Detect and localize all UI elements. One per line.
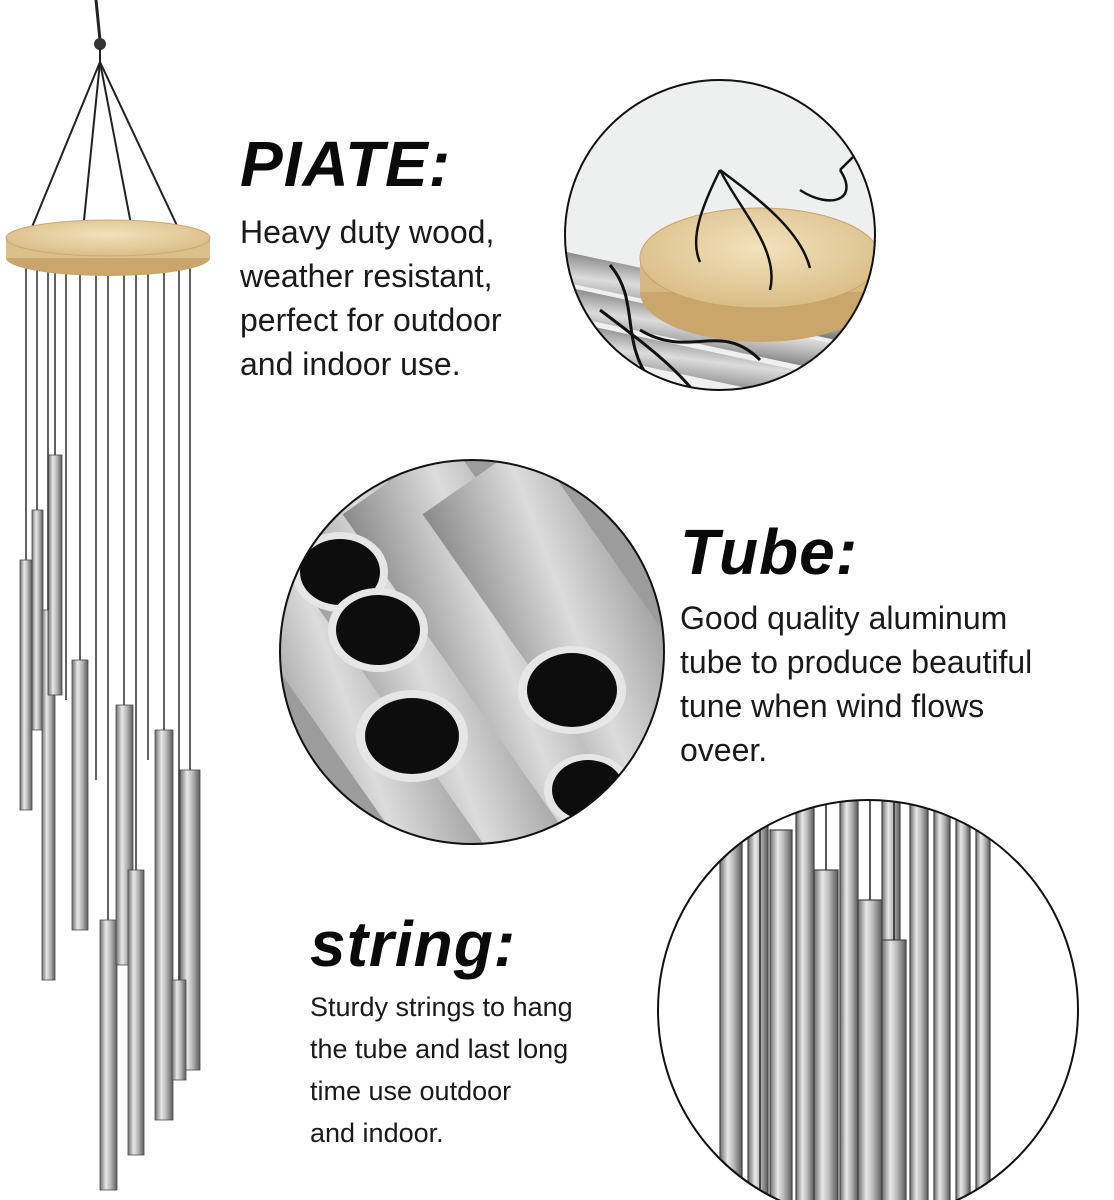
section-string-description: Sturdy strings to hang the tube and last…	[310, 986, 573, 1154]
section-string-line: and indoor.	[310, 1118, 444, 1148]
section-string-heading: string:	[310, 908, 517, 980]
section-tube-line: Good quality aluminum	[680, 600, 1008, 636]
wooden-plate-closeup-icon	[564, 79, 876, 391]
section-plate-line: and indoor use.	[240, 346, 461, 382]
section-tube-line: tune when wind flows	[680, 688, 985, 724]
section-string-line: Sturdy strings to hang	[310, 992, 573, 1022]
section-tube-heading: Tube:	[680, 516, 859, 588]
section-tube-line: tube to produce beautiful	[680, 644, 1033, 680]
section-plate-line: weather resistant,	[240, 258, 493, 294]
section-string-line: time use outdoor	[310, 1076, 512, 1106]
section-string-line: the tube and last long	[310, 1034, 569, 1064]
wind-chime-icon	[5, 0, 211, 1191]
hanging-string-closeup-icon	[657, 799, 1079, 1200]
section-tube-description: Good quality aluminum tube to produce be…	[680, 596, 1032, 772]
section-tube-line: oveer.	[680, 732, 768, 768]
section-plate-heading: PIATE:	[240, 128, 452, 200]
section-plate-description: Heavy duty wood, weather resistant, perf…	[240, 210, 501, 386]
section-plate-line: perfect for outdoor	[240, 302, 502, 338]
section-plate-line: Heavy duty wood,	[240, 214, 495, 250]
